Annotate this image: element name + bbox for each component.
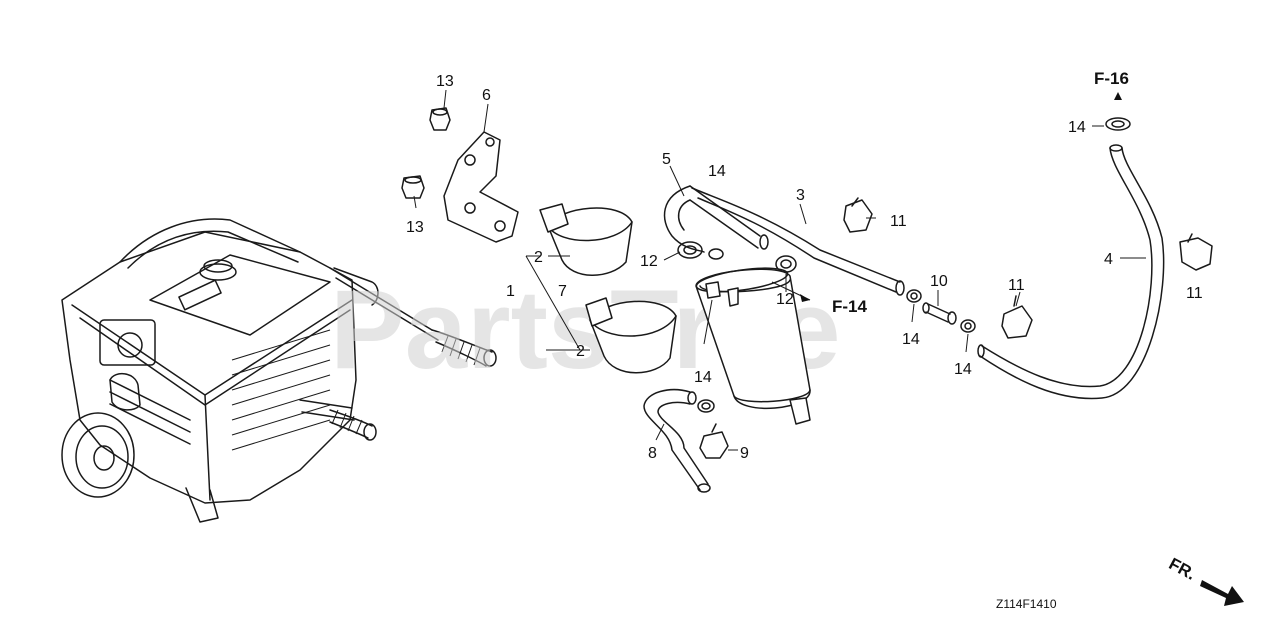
callout-12-left: 12 xyxy=(640,253,658,270)
diagram-code: Z114F1410 xyxy=(996,597,1057,611)
hose-3 xyxy=(691,187,905,296)
canister-7 xyxy=(695,267,811,425)
clip-14-top xyxy=(1105,117,1131,131)
callout-3: 3 xyxy=(796,187,805,204)
direction-arrow-icon xyxy=(1200,580,1244,606)
band-2-lower xyxy=(585,297,677,374)
leader-lines xyxy=(413,89,1146,451)
grommet-13-bottom xyxy=(401,175,425,199)
callout-11-b: 11 xyxy=(1008,277,1025,294)
bracket-6 xyxy=(443,131,519,243)
generator-assembly xyxy=(61,218,497,523)
callout-7: 7 xyxy=(558,283,567,300)
direction-label: FR. xyxy=(1166,554,1199,584)
clip-14-b xyxy=(960,319,976,333)
callout-1: 1 xyxy=(506,283,515,300)
callout-8: 8 xyxy=(648,445,657,462)
callout-2-upper: 2 xyxy=(534,249,543,266)
grommet-13-top xyxy=(429,107,451,131)
callout-11-c: 11 xyxy=(1186,285,1203,302)
callout-12-right: 12 xyxy=(776,291,794,308)
clamp-11-c xyxy=(1179,233,1213,271)
clamp-11-b xyxy=(1001,295,1033,339)
callout-9: 9 xyxy=(740,445,749,462)
callout-2-lower: 2 xyxy=(576,343,585,360)
callout-14-joint-left: 14 xyxy=(902,331,920,348)
clamp-11-a xyxy=(843,197,873,233)
joint-10 xyxy=(922,302,957,325)
band-2-upper xyxy=(539,203,633,276)
callout-10: 10 xyxy=(930,273,948,290)
clip-12-left xyxy=(677,241,724,260)
callout-6: 6 xyxy=(482,87,491,104)
callout-14-top: 14 xyxy=(1068,119,1086,136)
reference-f14: F-14 xyxy=(832,297,868,316)
callout-4: 4 xyxy=(1104,251,1113,268)
front-direction-indicator: FR. xyxy=(1166,554,1244,606)
hose-4 xyxy=(977,144,1165,400)
hose-5 xyxy=(663,185,769,253)
clip-14-hose8 xyxy=(697,399,715,413)
hose-8 xyxy=(643,388,711,493)
callout-11-a: 11 xyxy=(890,213,907,230)
callout-14-canister: 14 xyxy=(694,369,712,386)
callout-14-joint-right: 14 xyxy=(954,361,972,378)
callout-14-upper: 14 xyxy=(708,163,726,180)
callout-13-bottom: 13 xyxy=(406,219,424,236)
reference-f16: F-16 xyxy=(1094,69,1129,88)
clamp-9 xyxy=(699,423,729,459)
clip-14-a xyxy=(906,289,922,303)
callout-5: 5 xyxy=(662,151,671,168)
callout-13-top: 13 xyxy=(436,73,454,90)
